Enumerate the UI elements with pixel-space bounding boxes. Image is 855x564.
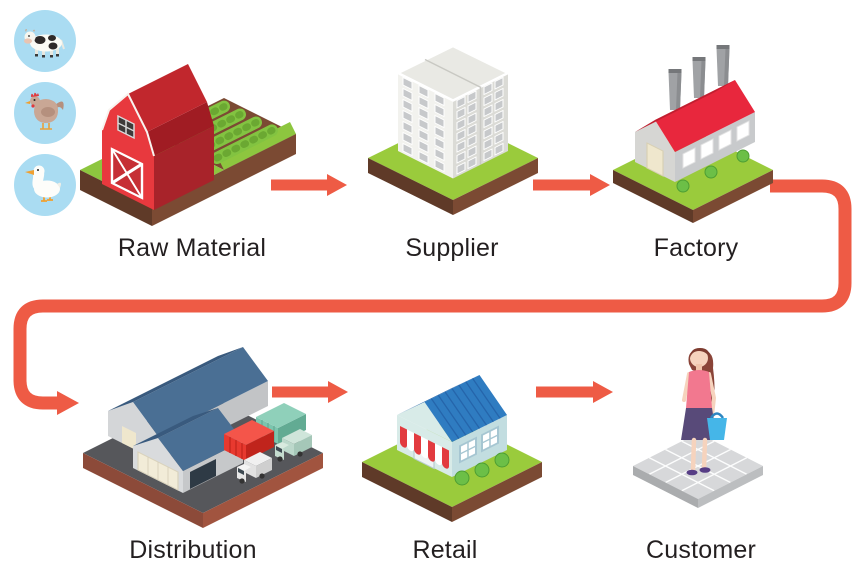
chicken-icon <box>14 82 76 144</box>
striped-awning <box>400 426 449 469</box>
shopping-bag <box>707 418 727 440</box>
bag-handle <box>709 412 725 419</box>
factory-door <box>646 142 664 177</box>
shop-windows <box>459 425 499 464</box>
cow-icon <box>14 10 76 72</box>
factory-chimneys-icon <box>613 45 773 223</box>
label-retail: Retail <box>412 536 478 564</box>
factory-windows <box>682 120 750 169</box>
factory-bushes <box>676 149 750 193</box>
barn-door <box>110 114 144 200</box>
white-truck <box>237 452 272 484</box>
customer-figure <box>681 348 727 476</box>
label-factory: Factory <box>653 234 739 262</box>
woman-shopping-bag-icon <box>633 348 763 508</box>
factory-chimneys <box>668 45 730 110</box>
shop-bushes <box>454 452 510 486</box>
barn <box>101 64 214 210</box>
supplier-windows-right <box>456 76 504 175</box>
warehouse-trucks-containers-icon <box>83 347 323 528</box>
arrow-distribution-to-retail <box>272 381 348 403</box>
red-container <box>224 420 274 461</box>
arrow-supplier-to-factory <box>533 174 610 196</box>
mint-truck <box>275 429 312 462</box>
label-supplier: Supplier <box>405 234 499 262</box>
arrow-retail-to-customer <box>536 381 613 403</box>
arrow-raw-material-to-supplier <box>271 174 347 196</box>
supplier-windows-left <box>402 76 445 173</box>
garage-opening <box>190 459 216 489</box>
duck-icon <box>14 154 76 216</box>
warehouse-front-garage <box>133 408 243 493</box>
label-customer: Customer <box>646 536 756 564</box>
warehouse-door <box>122 426 136 450</box>
garage-door <box>137 451 179 491</box>
label-raw-material: Raw Material <box>117 234 267 262</box>
office-building-icon <box>368 44 538 215</box>
farm-barn-crops-icon <box>80 64 296 226</box>
arrow-factory-to-distribution-wrap <box>13 179 852 415</box>
storefront-awning-icon <box>362 375 542 522</box>
label-distribution: Distribution <box>129 536 257 564</box>
